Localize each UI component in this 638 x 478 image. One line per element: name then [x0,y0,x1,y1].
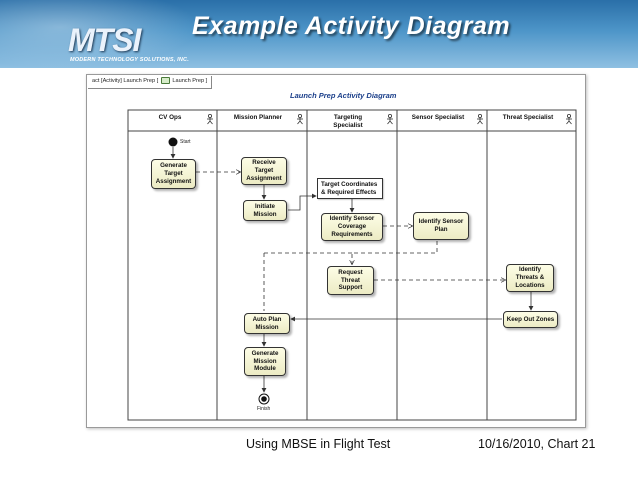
start-label: Start [180,139,191,145]
footer-left: Using MBSE in Flight Test [246,437,390,451]
final-node [259,394,269,404]
lane-mission-planner: Mission Planner [232,114,284,122]
action-auto-plan-mission[interactable]: Auto Plan Mission [244,313,290,334]
action-receive-target-assignment[interactable]: Receive Target Assignment [241,157,287,185]
actor-icon [387,114,393,124]
flow-sensorplan-to-request [352,241,437,264]
lane-targeting-specialist: Targeting Specialist [320,114,376,129]
actor-icon [297,114,303,124]
lane-cv-ops: CV Ops [140,114,200,122]
action-request-threat-support[interactable]: Request Threat Support [327,266,374,295]
action-keep-out-zones[interactable]: Keep Out Zones [503,311,558,328]
footer-right: 10/16/2010, Chart 21 [478,437,595,451]
actor-icon [477,114,483,124]
lane-sensor-specialist: Sensor Specialist [410,114,466,122]
initial-node [169,138,178,147]
lane-threat-specialist: Threat Specialist [500,114,556,122]
action-generate-target-assignment[interactable]: Generate Target Assignment [151,159,196,189]
action-generate-mission-module[interactable]: Generate Mission Module [244,347,286,376]
action-identify-sensor-coverage[interactable]: Identify Sensor Coverage Requirements [321,213,383,241]
actor-icon [207,114,213,124]
action-identify-threats[interactable]: Identify Threats & Locations [506,264,554,292]
actor-icon [566,114,572,124]
action-identify-sensor-plan[interactable]: Identify Sensor Plan [413,212,469,240]
object-target-coordinates[interactable]: Target Coordinates & Required Effects [317,178,383,199]
flow-initiate-to-coords [288,196,316,210]
action-initiate-mission[interactable]: Initiate Mission [243,200,287,221]
finish-label: Finish [257,406,270,412]
